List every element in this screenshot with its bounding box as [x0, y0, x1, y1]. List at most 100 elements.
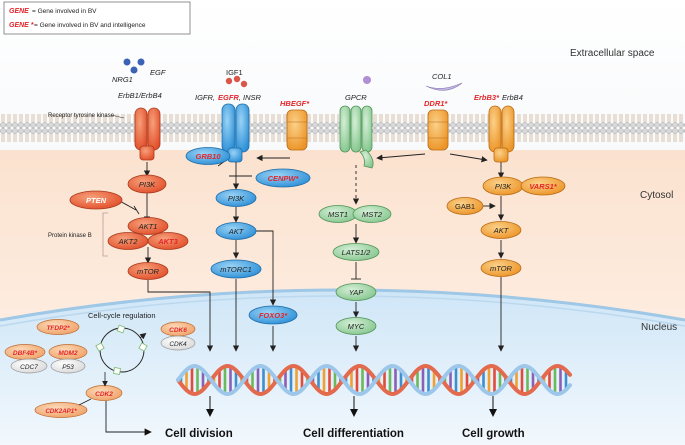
arrow-ddr1-erbb [449, 153, 488, 163]
node-cenpw: CENPW* [255, 168, 311, 188]
hbegf-label: HBEGF* [280, 99, 310, 108]
igf1-ligand-c [240, 80, 248, 88]
erbb3-label: ErbB3* [474, 93, 500, 102]
mst2-label: MST2 [362, 210, 383, 219]
igfr-label: IGFR, [195, 93, 215, 102]
outcome-differentiation: Cell differentiation [303, 428, 404, 440]
igfr-egfr-insr-label: IGFR,EGFR, INSR [195, 93, 262, 102]
arrow-ddr1-gpcr [376, 153, 426, 161]
legend-gene-bv: GENE [9, 8, 29, 15]
node-mst2: MST2 [352, 205, 392, 223]
pi3k-b-label: PI3K [228, 194, 245, 203]
node-lats: LATS1/2 [332, 243, 380, 261]
cdk2ap1-label: CDK2AP1* [45, 408, 77, 415]
col1-ligand [425, 82, 463, 91]
node-akt1: AKT1 [127, 217, 169, 235]
cdk4-label: CDK4 [169, 341, 187, 348]
node-mtor-a: mTOR [127, 262, 169, 280]
outcome-arrows [206, 396, 497, 417]
ligands: NRG1 EGF IGF1 COL1 [112, 58, 463, 91]
dna-strand-b [176, 363, 572, 397]
egf-ligand-b [130, 66, 138, 74]
node-dbf4b: DBF4B* [4, 344, 46, 360]
vars1-label: VARS1* [529, 182, 557, 191]
myc-label: MYC [348, 322, 365, 331]
arrow-akt-foxo3 [250, 230, 277, 306]
cenpw-label: CENPW* [268, 174, 300, 183]
node-cdc7: CDC7 [10, 358, 48, 374]
legend-gene-bv-int: GENE * [9, 22, 34, 29]
region-nucleus-label: Nucleus [641, 322, 677, 333]
cell-cycle-arrow-head [139, 332, 147, 340]
pkb-bracket [102, 212, 108, 257]
outcome-growth: Cell growth [462, 428, 525, 440]
node-vars1: VARS1* [520, 176, 566, 196]
cdk2-label: CDK2 [95, 391, 113, 398]
rtk-label: Receptor tyrosine kinase [48, 113, 115, 119]
node-pten: PTEN [69, 190, 123, 210]
legend-gene-bv-int-desc: = Gene involved in BV and intelligence [34, 22, 146, 29]
mtorc1-label: mTORC1 [220, 265, 252, 274]
mst1-label: MST1 [328, 210, 348, 219]
igf1-ligand-b [233, 75, 241, 83]
node-foxo3: FOXO3* [248, 305, 298, 325]
node-cdk4: CDK4 [160, 335, 196, 351]
cell-cycle-regulation: Cell-cycle regulation TFDP2* DBF4B* CDC7… [4, 311, 196, 436]
node-cdk2: CDK2 [85, 385, 123, 401]
cc-marker-3 [138, 342, 148, 352]
node-pi3k-b: PI3K [215, 189, 257, 207]
node-cdk2ap1: CDK2AP1* [34, 402, 88, 418]
node-akt2: AKT2 [107, 232, 149, 250]
rtk-pointer-line [110, 114, 125, 119]
gpcr-ligand [363, 76, 371, 84]
pi3k-a-label: PI3K [139, 180, 156, 189]
mtor-a-label: mTOR [137, 267, 160, 276]
region-cytosol-label: Cytosol [640, 190, 673, 201]
outcome-division: Cell division [165, 428, 233, 440]
erbb3-erbb4-label: ErbB3*ErbB4 [474, 93, 523, 102]
akt3-label: AKT3 [157, 237, 178, 246]
erbb1-erbb4-label: ErbB1/ErbB4 [118, 91, 162, 100]
pkb-label: Protein kinase B [48, 233, 92, 239]
foxo3-label: FOXO3* [259, 311, 288, 320]
pi3k-c-label: PI3K [495, 182, 512, 191]
node-yap: YAP [335, 283, 377, 301]
legend-gene-bv-desc: = Gene involved in BV [32, 8, 97, 15]
egf-ligand-a [137, 58, 145, 66]
arrow-mtor-division [147, 280, 214, 352]
insr-label: , INSR [239, 93, 262, 102]
akt2-label: AKT2 [118, 237, 139, 246]
igfr-receptor [221, 103, 250, 163]
node-akt-b: AKT [215, 222, 257, 240]
grb10-label: GRB10 [195, 152, 221, 161]
cdk6-label: CDK6 [169, 327, 187, 334]
node-akt3: AKT3 [147, 232, 189, 250]
cc-marker-4 [113, 367, 121, 375]
link-cdk2ap1-cdk2 [78, 398, 92, 406]
cc-marker-1 [116, 324, 126, 334]
cdc7-label: CDC7 [20, 364, 38, 371]
egfr-label: EGFR [218, 93, 239, 102]
akt-c-label: AKT [493, 226, 510, 235]
dna-double-helix [176, 363, 572, 397]
mdm2-label: MDM2 [58, 350, 78, 357]
erbb4-label: ErbB4 [502, 93, 523, 102]
nrg1-label: NRG1 [112, 75, 133, 84]
yap-label: YAP [349, 288, 364, 297]
node-pi3k-c: PI3K [482, 176, 524, 196]
node-myc: MYC [335, 317, 377, 335]
node-grb10: GRB10 [185, 147, 231, 165]
region-extracellular-label: Extracellular space [570, 48, 655, 59]
node-mst1: MST1 [318, 205, 358, 223]
mtor-c-label: mTOR [490, 264, 513, 273]
node-cdk6: CDK6 [160, 321, 196, 337]
erbb1-erbb4-receptor [134, 107, 161, 161]
erbb3-erbb4-receptor [488, 105, 515, 163]
hbegf-protein [286, 109, 308, 151]
node-mtorc1: mTORC1 [210, 259, 262, 279]
gpcr-label: GPCR [345, 93, 367, 102]
pten-label: PTEN [86, 196, 107, 205]
col1-label: COL1 [432, 72, 452, 81]
ddr1-label: DDR1* [424, 99, 448, 108]
egf-label: EGF [150, 68, 166, 77]
